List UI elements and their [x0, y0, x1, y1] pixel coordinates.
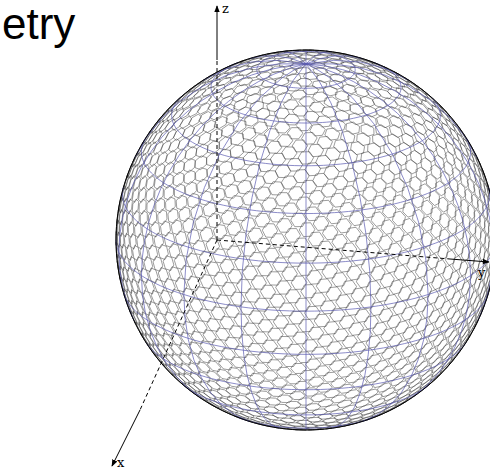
- y-axis-hidden: [217, 240, 450, 259]
- slide-title: etry: [2, 2, 75, 46]
- y-axis: [450, 259, 489, 262]
- axis-label: z: [222, 2, 229, 15]
- graticule: [116, 50, 490, 430]
- z-axis-hidden: [217, 60, 218, 240]
- x-axis: [112, 410, 140, 466]
- axis-label: x: [117, 456, 124, 469]
- x-axis-hidden: [140, 240, 217, 410]
- axis-label: y: [478, 266, 485, 279]
- z-axis: [217, 6, 218, 60]
- hex-grid: [116, 50, 490, 430]
- sphere-outline: [116, 50, 490, 430]
